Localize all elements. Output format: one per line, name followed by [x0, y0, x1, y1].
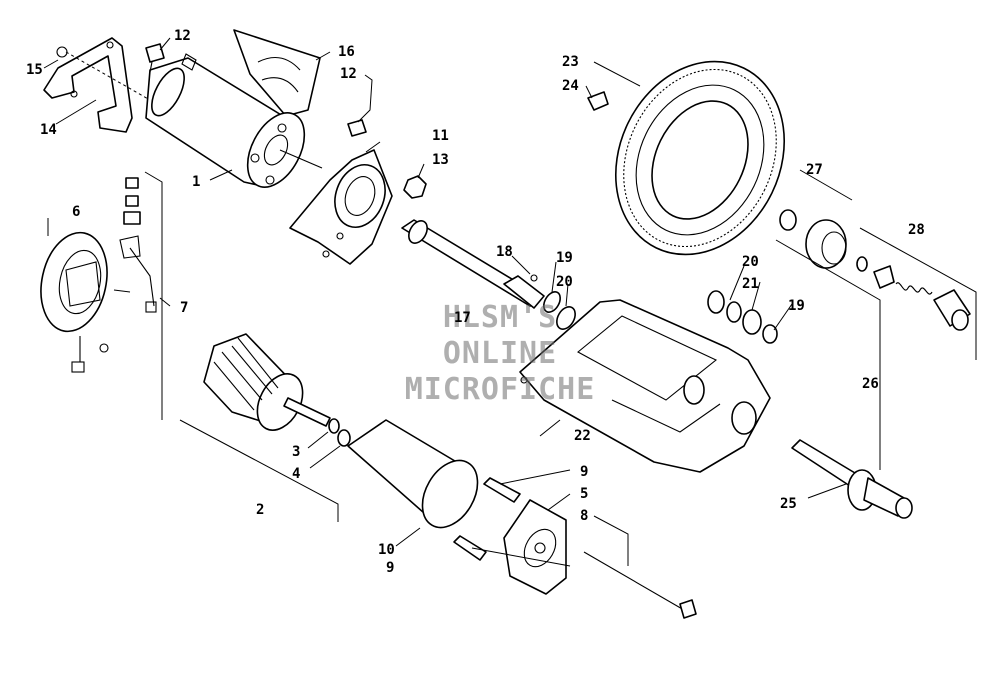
cover-boot [233, 29, 321, 117]
callout-8: 8 [580, 508, 588, 524]
callout-26: 26 [862, 376, 879, 392]
callout-9a: 9 [580, 464, 588, 480]
callout-24: 24 [562, 78, 579, 94]
callout-12b: 12 [340, 66, 357, 82]
callout-13: 13 [432, 152, 449, 168]
callout-22: 22 [574, 428, 591, 444]
brush-plate [40, 231, 157, 333]
callout-18: 18 [496, 244, 513, 260]
callout-20a: 20 [556, 274, 573, 290]
callout-21: 21 [742, 276, 759, 292]
callout-9b: 9 [386, 560, 394, 576]
callout-12a: 12 [174, 28, 191, 44]
callout-5: 5 [580, 486, 588, 502]
armature [203, 333, 331, 431]
callout-3: 3 [292, 444, 300, 460]
starter-motor [145, 53, 323, 188]
field-housing [347, 419, 479, 529]
callout-19b: 19 [788, 298, 805, 314]
callout-15: 15 [26, 62, 43, 78]
callout-10: 10 [378, 542, 395, 558]
callout-27: 27 [806, 162, 823, 178]
callout-11: 11 [432, 128, 449, 144]
pinion-gear [805, 219, 847, 269]
callout-6: 6 [72, 204, 80, 220]
callout-20b: 20 [742, 254, 759, 270]
callout-23: 23 [562, 54, 579, 70]
callout-25: 25 [780, 496, 797, 512]
callout-2: 2 [256, 502, 264, 518]
callout-19a: 19 [556, 250, 573, 266]
callout-17: 17 [454, 310, 471, 326]
end-cap [503, 499, 567, 595]
drive-shaft [401, 219, 545, 309]
callout-16: 16 [338, 44, 355, 60]
mounting-plate [519, 299, 771, 473]
nose-housing [289, 149, 393, 265]
callout-7: 7 [180, 300, 188, 316]
callout-1: 1 [192, 174, 200, 190]
callout-14: 14 [40, 122, 57, 138]
callout-4: 4 [292, 466, 300, 482]
drive-assembly [791, 439, 913, 519]
callout-28: 28 [908, 222, 925, 238]
ring-gear [614, 60, 786, 256]
